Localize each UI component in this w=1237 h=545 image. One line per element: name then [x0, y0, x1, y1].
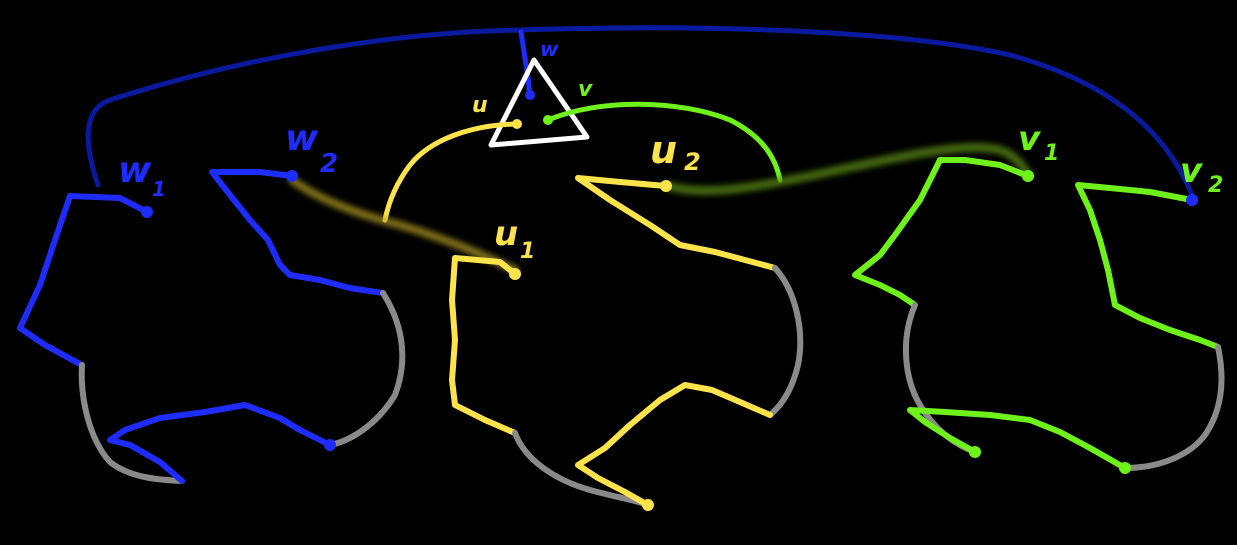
node-u	[512, 119, 522, 129]
triangle-gadget	[488, 57, 590, 148]
yellow-glow-link	[288, 176, 519, 274]
node-w1	[141, 206, 153, 218]
blue-w-line	[518, 29, 533, 98]
blue-top-arc	[85, 25, 1195, 198]
label-u2-sub: 2	[684, 148, 701, 176]
blue-path-w2	[209, 169, 386, 296]
node-u1	[509, 268, 521, 280]
label-w: w	[540, 37, 559, 61]
label-v2: v	[1180, 151, 1204, 191]
label-v1: v	[1018, 119, 1042, 159]
gray-path-w2	[327, 290, 406, 448]
node-w2	[286, 170, 298, 182]
node-v1	[1022, 170, 1034, 182]
label-w1-sub: 1	[152, 177, 166, 201]
gray-path-v2	[1122, 344, 1225, 471]
gray-path-u2	[767, 265, 804, 418]
label-u2: u	[650, 128, 677, 172]
label-w2-sub: 2	[320, 149, 338, 179]
green-path-v1	[852, 157, 1031, 308]
yellow-path-u1	[449, 255, 518, 436]
green-glow-link	[663, 143, 1033, 196]
node-v-end	[969, 446, 981, 458]
node-v2	[1186, 194, 1198, 206]
node-v	[543, 115, 553, 125]
node-u2	[660, 180, 672, 192]
blue-path-w1	[17, 193, 150, 368]
yellow-path-u2-lower	[575, 382, 773, 508]
gray-path-u1	[512, 430, 651, 508]
yellow-u-curve	[382, 121, 520, 223]
label-u: u	[472, 93, 488, 118]
yellow-path-u2	[575, 175, 778, 271]
label-u1-sub: 1	[520, 239, 535, 264]
label-v2-sub: 2	[1208, 173, 1223, 198]
node-u-end	[642, 499, 654, 511]
label-v1-sub: 1	[1044, 141, 1059, 166]
green-v-curve	[545, 101, 783, 183]
label-u1: u	[494, 214, 518, 254]
green-path-v2	[1075, 182, 1221, 350]
gray-path-w1	[78, 362, 185, 484]
node-w	[525, 90, 535, 100]
green-path-v1-lower	[907, 407, 1128, 471]
label-v: v	[578, 77, 593, 102]
label-w2: w	[285, 118, 319, 159]
node-v2-end	[1119, 462, 1131, 474]
label-w1: w	[118, 150, 152, 191]
node-w2-end	[324, 439, 336, 451]
blue-path-w1-lower	[107, 402, 333, 484]
